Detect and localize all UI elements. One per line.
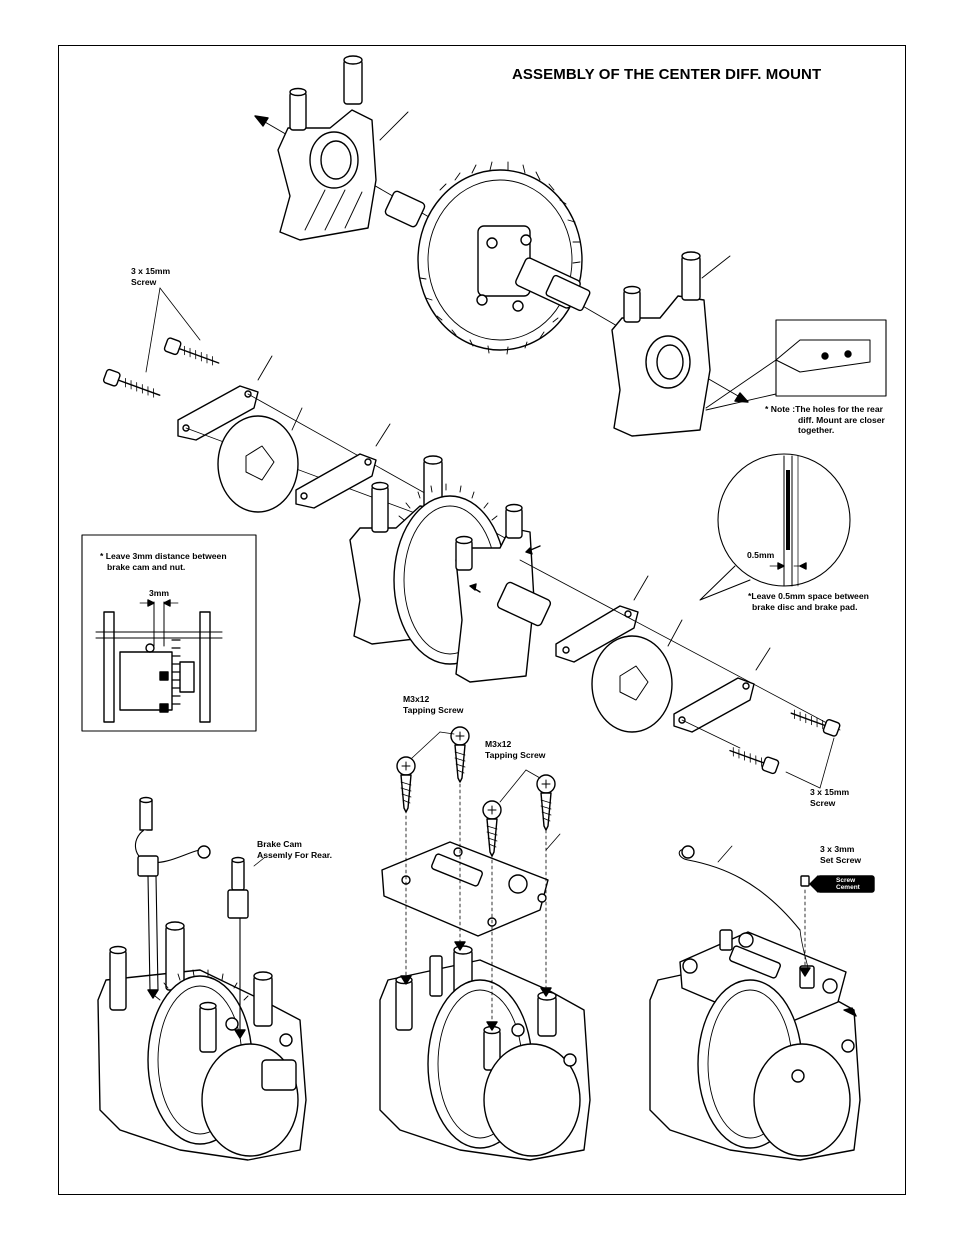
- bottom-left-assembly: [97, 796, 307, 1161]
- tapping-screw-type-1: Tapping Screw: [403, 704, 464, 715]
- tapping-screw-label-1: M3x12 Tapping Screw: [403, 694, 463, 715]
- tapping-screws: [396, 726, 556, 857]
- screw-label-top-left: 3 x 15mm Screw: [131, 266, 170, 287]
- brake-plate-middle: [295, 423, 391, 509]
- brake-cam-label: Brake Cam Assemly For Rear.: [257, 839, 332, 860]
- rear-mount-note: * Note :The holes for the rear diff. Mou…: [765, 404, 885, 436]
- bottom-center-assembly: [379, 759, 591, 1161]
- brake-cam-note-line-2: brake cam and nut.: [107, 561, 186, 572]
- tapping-screw-type-2: Tapping Screw: [485, 749, 546, 760]
- brake-cam-note-line-1: * Leave 3mm distance between: [100, 551, 227, 561]
- brake-disc-right: [591, 619, 683, 733]
- page-title: ASSEMBLY OF THE CENTER DIFF. MOUNT: [512, 66, 822, 83]
- note-line-3: together.: [798, 425, 835, 435]
- screw-type-text: Screw: [131, 276, 157, 287]
- page-frame: [58, 45, 906, 1195]
- brake-cam-inset: [81, 534, 257, 732]
- brake-cam-label-line-2: Assemly For Rear.: [257, 849, 332, 860]
- set-screw-type: Set Screw: [820, 854, 862, 865]
- center-diff-assembly: [349, 455, 552, 683]
- screw-size-text: 3 x 15mm: [131, 266, 171, 276]
- tapping-screw-size-1: M3x12: [403, 694, 430, 704]
- screw-label-bottom-right: 3 x 15mm Screw: [810, 787, 849, 808]
- screw-cement-line-2: Cement: [836, 884, 860, 891]
- screw-cement-line-1: Screw: [836, 877, 856, 884]
- set-screw-label: 3 x 3mm Set Screw: [820, 844, 861, 865]
- brake-disc-note-line-1: *Leave 0.5mm space between: [748, 591, 869, 601]
- note-line-1: * Note :The holes for the rear: [765, 404, 883, 414]
- bottom-right-assembly: [649, 845, 875, 1161]
- tapping-screw-label-2: M3x12 Tapping Screw: [485, 739, 545, 760]
- rear-diff-mount: [611, 251, 711, 437]
- front-diff-mount: [277, 55, 409, 241]
- brake-disc-upper: [217, 407, 303, 513]
- center-diff-gear: [384, 161, 731, 355]
- note-line-2: diff. Mount are closer: [798, 414, 885, 425]
- top-left-arrow-icon: [254, 115, 269, 127]
- brake-plate-lower-right: [673, 647, 771, 749]
- brake-disc-dimension: 0.5mm: [747, 550, 775, 560]
- brake-cam-label-line-1: Brake Cam: [257, 839, 302, 849]
- brake-cam-note: * Leave 3mm distance between brake cam a…: [100, 551, 227, 572]
- screw-type-text-2: Screw: [810, 797, 836, 808]
- brake-disc-note: *Leave 0.5mm space between brake disc an…: [748, 591, 869, 612]
- screw-size-text-2: 3 x 15mm: [810, 787, 850, 797]
- brake-disc-note-line-2: brake disc and brake pad.: [752, 601, 858, 612]
- set-screw-size: 3 x 3mm: [820, 844, 855, 854]
- brake-plate-right: [519, 559, 841, 731]
- bottom-right-screws: [729, 709, 841, 789]
- brake-disc-gap-callout: [699, 453, 851, 601]
- screw-cement-label: Screw Cement: [836, 877, 860, 891]
- tapping-screw-size-2: M3x12: [485, 739, 512, 749]
- top-left-screws: [102, 287, 220, 398]
- brake-cam-dimension: 3mm: [149, 588, 170, 598]
- note-hole-inset: [705, 319, 887, 411]
